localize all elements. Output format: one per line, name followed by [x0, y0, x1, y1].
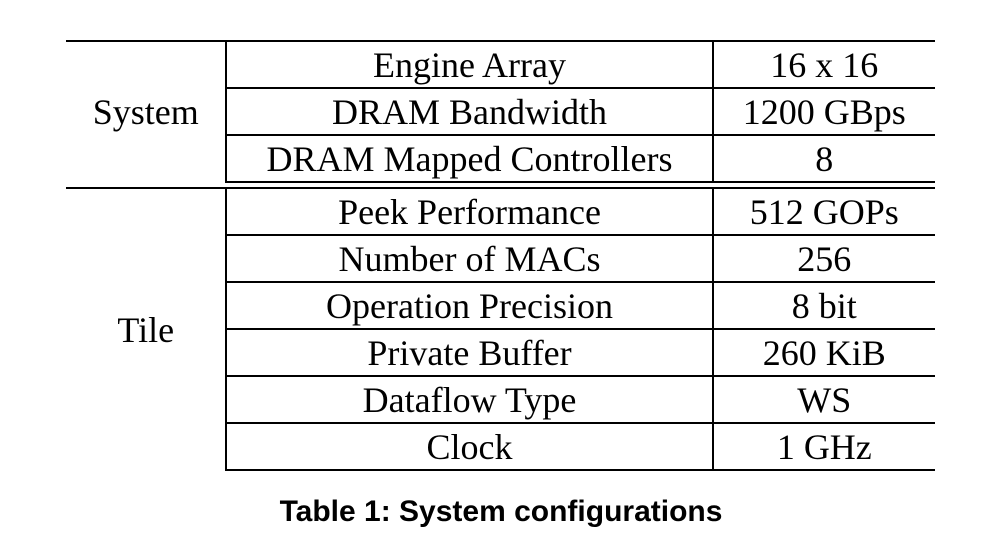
- value-cell: 8 bit: [712, 281, 935, 329]
- table-row: Clock 1 GHz: [66, 422, 935, 471]
- section-separator: [66, 182, 935, 189]
- table-row: DRAM Bandwidth 1200 GBps: [66, 87, 935, 135]
- value-cell: WS: [712, 375, 935, 423]
- param-cell: Engine Array: [226, 40, 714, 88]
- param-cell: Dataflow Type: [226, 375, 714, 423]
- table-row: Operation Precision 8 bit: [66, 281, 935, 329]
- value-cell: 1 GHz: [712, 422, 935, 471]
- table-row: Dataflow Type WS: [66, 375, 935, 423]
- param-cell: DRAM Bandwidth: [226, 87, 714, 135]
- param-cell: Clock: [226, 422, 714, 471]
- value-cell: 8: [712, 134, 935, 183]
- group-label-system: System: [66, 40, 228, 182]
- param-cell: Private Buffer: [226, 328, 714, 376]
- config-table: System Engine Array 16 x 16 DRAM Bandwid…: [66, 40, 935, 471]
- value-cell: 16 x 16: [712, 40, 935, 88]
- param-cell: Number of MACs: [226, 234, 714, 282]
- table-caption: Table 1: System configurations: [279, 495, 723, 528]
- param-cell: DRAM Mapped Controllers: [226, 134, 714, 183]
- value-cell: 512 GOPs: [749, 191, 899, 232]
- value-cell: 260 KiB: [712, 328, 935, 376]
- table-row: Private Buffer 260 KiB: [66, 328, 935, 376]
- table-row: Tile Peek Performance 512 GOPs: [66, 188, 935, 470]
- table-row: System Engine Array 16 x 16: [66, 40, 935, 182]
- group-label-tile: Tile: [66, 188, 228, 470]
- value-cell: 1200 GBps: [712, 87, 935, 135]
- param-cell: Operation Precision: [226, 281, 714, 329]
- param-cell: Peek Performance: [226, 188, 714, 235]
- table-row: Number of MACs 256: [66, 234, 935, 282]
- value-cell: 256: [712, 234, 935, 282]
- table-row: DRAM Mapped Controllers 8: [66, 134, 935, 183]
